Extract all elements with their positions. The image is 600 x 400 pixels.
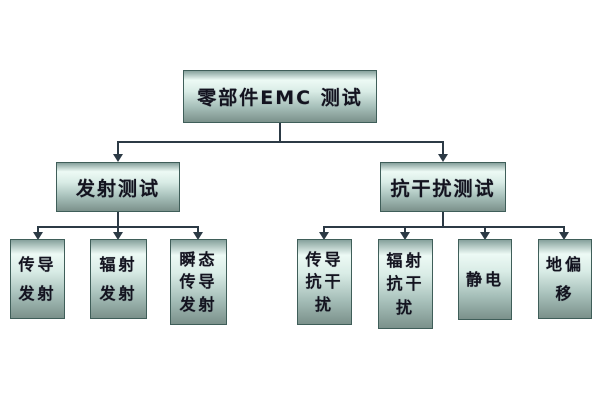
- node-esd: 静电: [458, 239, 512, 320]
- node-radiated-immunity-line1: 辐射: [386, 250, 425, 270]
- node-immunity-test-label: 抗干扰测试: [390, 177, 496, 200]
- node-radiated-emission: 辐射 发射: [90, 239, 147, 319]
- node-immunity-test: 抗干扰测试: [380, 162, 506, 212]
- node-conducted-immunity-line3: 扰: [314, 295, 334, 315]
- node-transient-conducted-emission: 瞬态 传导 发射: [170, 239, 227, 325]
- arrow-to-esd-icon: [480, 232, 490, 240]
- node-radiated-immunity: 辐射 抗干 扰: [378, 239, 433, 329]
- connector-to-esd: [484, 226, 486, 234]
- connector-immunity-crossbar: [323, 226, 565, 228]
- arrow-to-radiated-emission-icon: [113, 232, 123, 240]
- node-esd-line1: 静电: [465, 269, 504, 289]
- connector-to-emission: [117, 141, 119, 155]
- node-ground-offset: 地偏 移: [538, 239, 592, 319]
- node-transient-conducted-emission-line1: 瞬态: [179, 249, 218, 269]
- connector-to-ground-offset: [563, 226, 565, 234]
- node-emission-test-label: 发射测试: [75, 177, 160, 200]
- connector-to-conducted-immunity: [323, 226, 325, 234]
- node-conducted-emission: 传导 发射: [10, 239, 65, 319]
- node-conducted-immunity: 传导 抗干 扰: [297, 239, 352, 325]
- connector-emission-stem: [117, 212, 119, 228]
- node-ground-offset-line2: 移: [555, 283, 575, 303]
- connector-root-crossbar: [117, 141, 444, 143]
- node-radiated-immunity-line3: 扰: [395, 298, 415, 318]
- node-root-label: 零部件EMC 测试: [197, 87, 363, 109]
- node-ground-offset-line1: 地偏: [545, 255, 584, 275]
- node-conducted-immunity-line1: 传导: [305, 249, 344, 269]
- node-radiated-emission-line2: 发射: [99, 283, 138, 303]
- node-radiated-immunity-line2: 抗干: [386, 274, 425, 294]
- connector-root-stem: [279, 123, 281, 143]
- node-transient-conducted-emission-line3: 发射: [179, 295, 218, 315]
- node-transient-conducted-emission-line2: 传导: [179, 272, 218, 292]
- arrow-to-transient-conducted-emission-icon: [193, 232, 203, 240]
- node-emission-test: 发射测试: [56, 162, 180, 212]
- arrow-to-ground-offset-icon: [559, 232, 569, 240]
- connector-to-radiated-immunity: [404, 226, 406, 234]
- connector-to-conducted-emission: [37, 226, 39, 234]
- arrow-to-emission-icon: [113, 154, 123, 162]
- arrow-to-immunity-icon: [438, 154, 448, 162]
- connector-to-immunity: [442, 141, 444, 155]
- node-conducted-emission-line2: 发射: [18, 283, 57, 303]
- node-root: 零部件EMC 测试: [183, 70, 377, 123]
- connector-to-transient-conducted-emission: [197, 226, 199, 234]
- connector-to-radiated-emission: [117, 226, 119, 234]
- node-radiated-emission-line1: 辐射: [99, 255, 138, 275]
- node-conducted-immunity-line2: 抗干: [305, 272, 344, 292]
- arrow-to-conducted-emission-icon: [33, 232, 43, 240]
- arrow-to-radiated-immunity-icon: [400, 232, 410, 240]
- connector-immunity-stem: [442, 212, 444, 228]
- arrow-to-conducted-immunity-icon: [319, 232, 329, 240]
- node-conducted-emission-line1: 传导: [18, 255, 57, 275]
